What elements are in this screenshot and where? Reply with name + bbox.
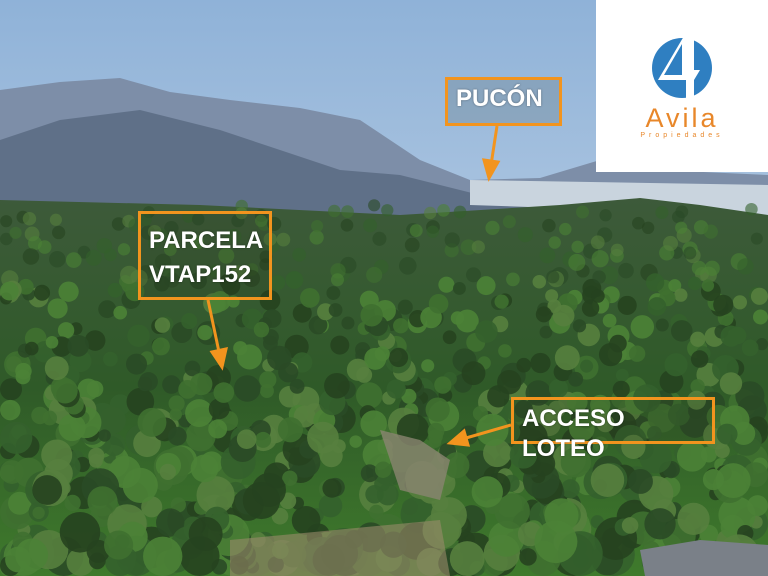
logo-name: Avila	[645, 103, 719, 133]
label-parcela-line1: PARCELA	[149, 227, 264, 254]
label-parcela-line2: VTAP152	[149, 261, 252, 288]
avila-logo: Avila Propiedades	[596, 0, 768, 172]
label-acceso-loteo: ACCESO LOTEO	[511, 397, 715, 462]
label-parcela: PARCELA VTAP152	[138, 211, 272, 300]
logo-subtitle: Propiedades	[640, 132, 724, 139]
label-pucon: PUCÓN	[445, 77, 562, 126]
avila-logo-mark-icon	[652, 36, 712, 98]
